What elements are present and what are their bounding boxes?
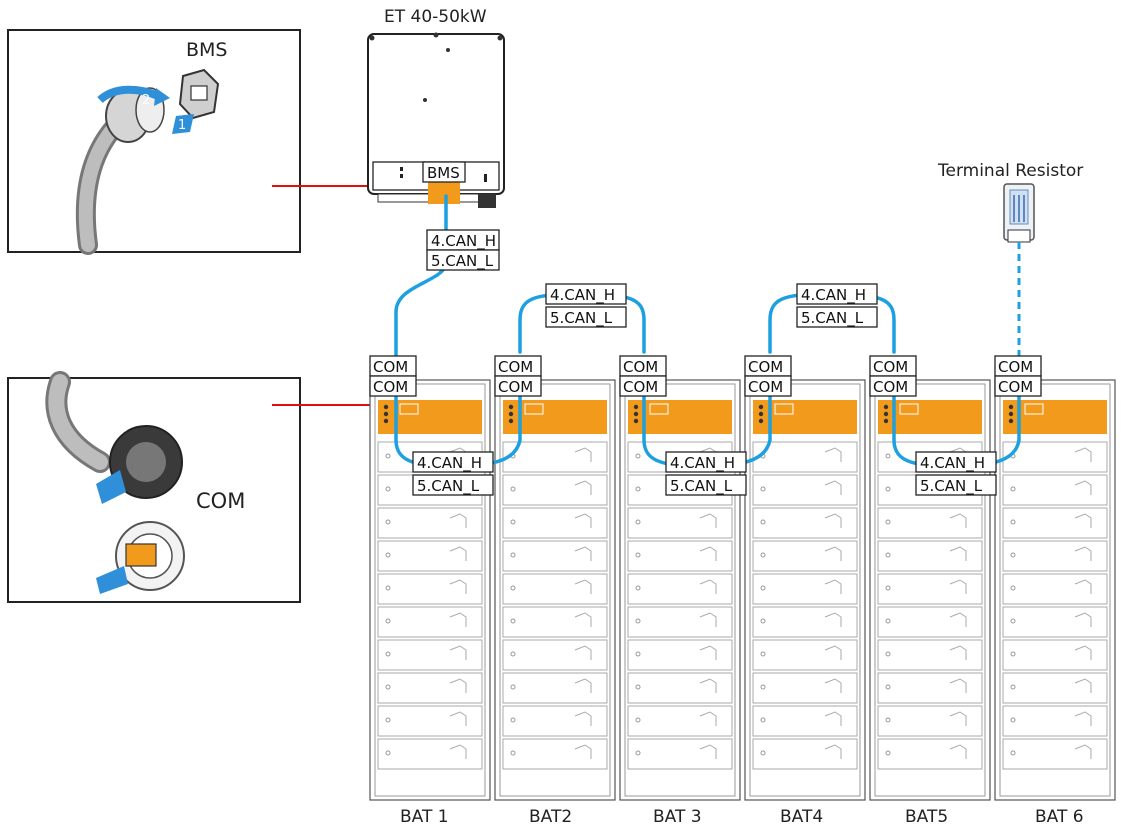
can-l-label: 5.CAN_L: [417, 477, 480, 496]
battery-name: BAT 1: [400, 807, 449, 827]
bms-step2: 2: [142, 93, 150, 108]
inverter: ET 40-50kW BMS: [367, 7, 505, 208]
battery-stack: [619, 379, 741, 801]
com-port-label: COM: [623, 358, 658, 376]
battery-stack: [869, 379, 991, 801]
can-l-label: 5.CAN_L: [670, 477, 733, 496]
com-port-label: COM: [498, 358, 533, 376]
inverter-bms-label: BMS: [427, 164, 460, 182]
inverter-title: ET 40-50kW: [384, 7, 487, 27]
inverter-bms-port-highlight: [428, 180, 460, 204]
bms-step1: 1: [178, 118, 186, 133]
battery-stack: [994, 379, 1116, 801]
com-port-label: COM: [373, 358, 408, 376]
battery-name: BAT 6: [1035, 807, 1084, 827]
can-label-bottom-2: 4.CAN_H 5.CAN_L: [665, 451, 747, 496]
com-inset: COM: [7, 371, 301, 603]
bms-inset-label: BMS: [186, 39, 228, 61]
battery-stack: [744, 379, 866, 801]
com-connector-illustration: [45, 371, 185, 594]
com-port-label: COM: [498, 378, 533, 396]
com-port-label: COM: [748, 378, 783, 396]
can-label-inverter: 4.CAN_H 5.CAN_L: [426, 229, 500, 271]
inverter-bms-label-box: [422, 161, 466, 183]
can-label-bottom-1: 4.CAN_H 5.CAN_L: [412, 451, 494, 496]
can-label-top-1: 4.CAN_H 5.CAN_L: [545, 283, 627, 328]
can-h-label: 4.CAN_H: [801, 286, 866, 305]
battery-name: BAT 3: [653, 807, 702, 827]
can-h-label: 4.CAN_H: [670, 454, 735, 473]
battery-names: BAT 1 BAT2 BAT 3 BAT4 BAT5 BAT 6: [400, 807, 1084, 827]
cable-inverter-to-bat1: [394, 194, 448, 358]
battery-stacks: [369, 379, 1116, 801]
can-h-label: 4.CAN_H: [417, 454, 482, 473]
can-label-bottom-3: 4.CAN_H 5.CAN_L: [915, 451, 997, 496]
com-port-label: COM: [873, 358, 908, 376]
com-port-label: COM: [373, 378, 408, 396]
battery-control-panel: [378, 400, 482, 434]
battery-stack: [494, 379, 616, 801]
com-labels: COM COM COM COM COM COM COM COM COM COM …: [369, 355, 1042, 397]
can-h-label: 4.CAN_H: [920, 454, 985, 473]
battery-stack: [369, 379, 491, 801]
battery-name: BAT4: [780, 807, 823, 827]
bms-connector-illustration: 2 1: [75, 68, 220, 255]
com-port-label: COM: [873, 378, 908, 396]
bms-inset: BMS 2 1: [7, 29, 301, 255]
com-port-label: COM: [998, 378, 1033, 396]
terminal-resistor: Terminal Resistor: [937, 161, 1083, 243]
battery-name: BAT2: [529, 807, 572, 827]
com-inset-label: COM: [196, 489, 245, 513]
com-port-label: COM: [998, 358, 1033, 376]
can-l-label: 5.CAN_L: [550, 309, 613, 328]
com-port-label: COM: [623, 378, 658, 396]
com-port-label: COM: [748, 358, 783, 376]
can-l-label: 5.CAN_L: [920, 477, 983, 496]
can-h-label: 4.CAN_H: [550, 286, 615, 305]
can-l-label: 5.CAN_L: [801, 309, 864, 328]
battery-name: BAT5: [905, 807, 948, 827]
can-l-label: 5.CAN_L: [431, 252, 494, 271]
can-h-label: 4.CAN_H: [431, 232, 496, 251]
can-label-top-2: 4.CAN_H 5.CAN_L: [796, 283, 878, 328]
terminal-resistor-label: Terminal Resistor: [937, 161, 1083, 181]
